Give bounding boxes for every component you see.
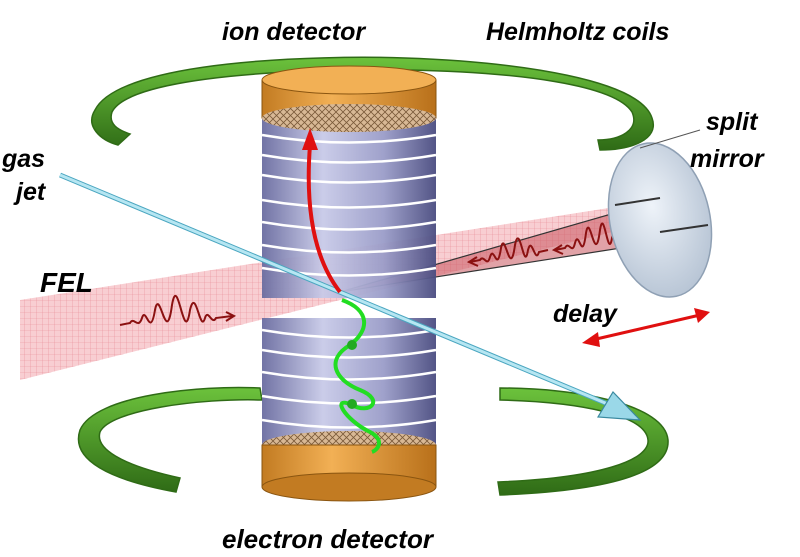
fel-label: FEL: [40, 267, 93, 298]
electron-detector-label: electron detector: [222, 524, 435, 554]
ion-detector-disc: [261, 65, 437, 132]
spectrometer: [261, 65, 437, 502]
pulse-waves: [119, 222, 631, 326]
gas-jet-label-line2: jet: [13, 178, 47, 206]
electron-trajectory: [333, 298, 381, 454]
split-mirror: [607, 129, 713, 298]
upper-helmholtz-coil: [91, 56, 655, 151]
ion-trajectory: [302, 128, 342, 294]
split-mirror-label-line1: split: [706, 108, 759, 136]
gas-jet-arrow: [59, 172, 642, 421]
delay-arrow: [582, 308, 710, 347]
electrode-rings: [261, 133, 437, 429]
gas-jet-label-line1: gas: [1, 145, 45, 173]
helmholtz-coils-label: Helmholtz coils: [486, 18, 669, 46]
electron-detector-disc: [261, 431, 437, 502]
split-mirror-label-line2: mirror: [690, 145, 765, 173]
ion-detector-label: ion detector: [222, 18, 366, 46]
delay-label: delay: [553, 300, 618, 328]
